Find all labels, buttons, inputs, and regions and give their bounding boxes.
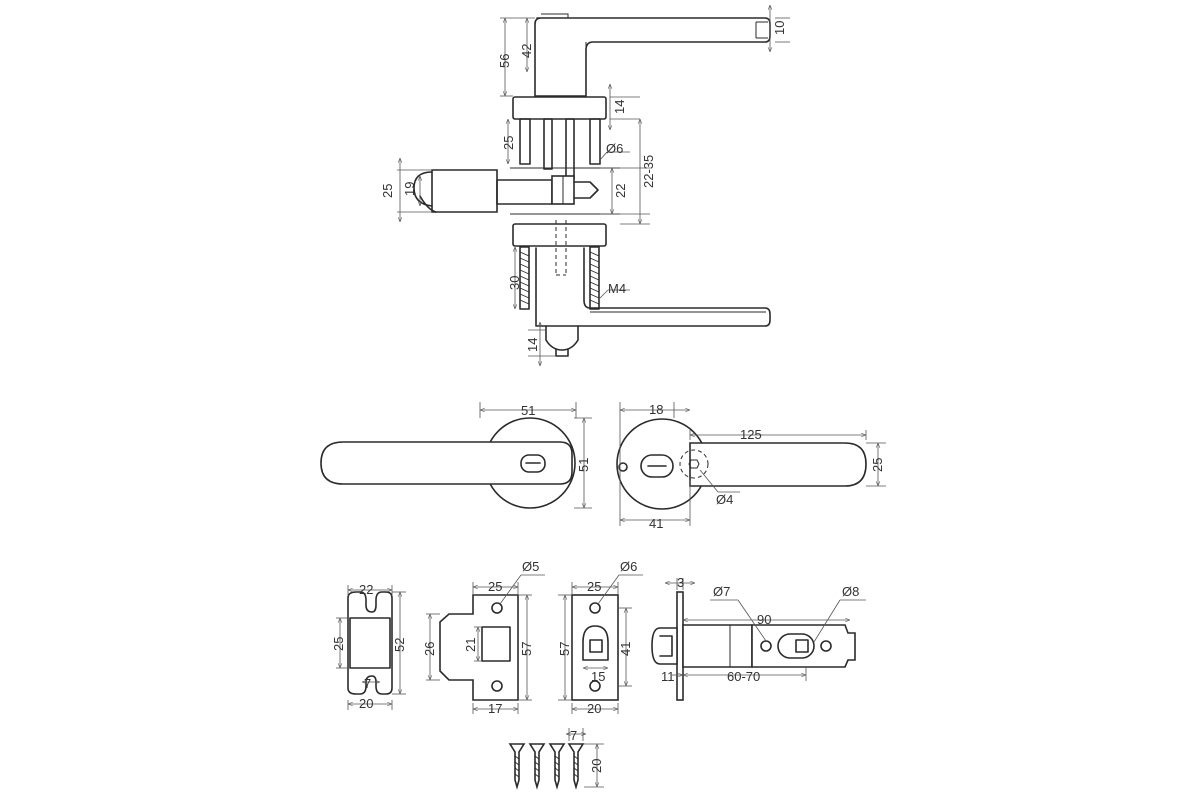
dim-m4: M4 [608, 281, 626, 296]
dim-latch-b-57: 57 [557, 642, 572, 656]
strike-plate: 22 25 52 7 20 [331, 582, 407, 711]
dim-outer-height-51: 51 [576, 458, 591, 472]
dim-phi6-stud: Ø6 [606, 141, 623, 156]
dim-14-bottom: 14 [525, 338, 540, 352]
dim-30: 30 [507, 276, 522, 290]
dim-latch-a-25: 25 [488, 579, 502, 594]
dim-inner-18: 18 [649, 402, 663, 417]
dim-latch-body-phi7: Ø7 [713, 584, 730, 599]
dim-latch-b-41: 41 [618, 642, 633, 656]
dim-inner-41: 41 [649, 516, 663, 531]
dim-latch-body-60-70: 60-70 [727, 669, 760, 684]
dim-strike-22: 22 [359, 582, 373, 597]
dim-latch-body-11: 11 [661, 669, 675, 684]
latch-faceplate-b: 25 Ø6 57 41 15 20 [557, 559, 643, 716]
mounting-studs [519, 118, 601, 180]
dim-latch-b-25: 25 [587, 579, 601, 594]
dim-latch-body-phi8: Ø8 [842, 584, 859, 599]
dim-10: 10 [772, 21, 787, 35]
dim-42: 42 [519, 44, 534, 58]
dim-outer-width-51: 51 [521, 403, 535, 418]
dim-19: 19 [402, 182, 417, 196]
spindle-hidden [555, 220, 567, 276]
dim-56: 56 [497, 54, 512, 68]
front-view-outer: 51 51 [320, 402, 592, 509]
dim-strike-25: 25 [331, 637, 346, 651]
dim-latch-a-26: 26 [422, 642, 437, 656]
dim-25-stud: 25 [501, 136, 516, 150]
upper-lever [534, 13, 771, 97]
door-section [413, 167, 620, 215]
lower-lever [535, 247, 771, 357]
dim-latch-a-17: 17 [488, 701, 502, 716]
side-dimensions: 56 42 10 14 25 Ø6 22 22-35 [380, 5, 790, 366]
latch-faceplate-a: 25 Ø5 26 21 57 17 [422, 559, 545, 716]
dim-22-35: 22-35 [641, 155, 656, 188]
dim-latch-body-90: 90 [757, 612, 771, 627]
dim-latch-b-20: 20 [587, 701, 601, 716]
dim-latch-b-phi6: Ø6 [620, 559, 637, 574]
dim-strike-52: 52 [392, 638, 407, 652]
fixing-screws [519, 246, 600, 310]
dim-screw-20: 20 [589, 759, 604, 773]
dim-strike-7: 7 [364, 676, 371, 691]
upper-rose [512, 96, 607, 120]
dim-strike-20: 20 [359, 696, 373, 711]
dim-14-rose: 14 [612, 100, 627, 114]
front-view-inner: 18 125 25 Ø4 41 [616, 402, 886, 531]
dim-screw-7: 7 [570, 728, 577, 743]
dim-inner-25: 25 [870, 458, 885, 472]
dim-latch-a-21: 21 [463, 638, 478, 652]
side-view: 56 42 10 14 25 Ø6 22 22-35 [380, 5, 790, 366]
dim-22: 22 [613, 184, 628, 198]
dim-latch-b-15: 15 [591, 669, 605, 684]
dim-latch-a-57: 57 [519, 642, 534, 656]
wood-screws: 7 20 [508, 728, 604, 790]
latch-body: 3 Ø7 90 Ø8 11 60-70 [651, 575, 866, 701]
dim-latch-body-3: 3 [677, 575, 684, 590]
dim-25-turn: 25 [380, 184, 395, 198]
dim-inner-125: 125 [740, 427, 762, 442]
lower-rose [512, 223, 607, 247]
dim-latch-a-phi5: Ø5 [522, 559, 539, 574]
dim-inner-phi4: Ø4 [716, 492, 733, 507]
